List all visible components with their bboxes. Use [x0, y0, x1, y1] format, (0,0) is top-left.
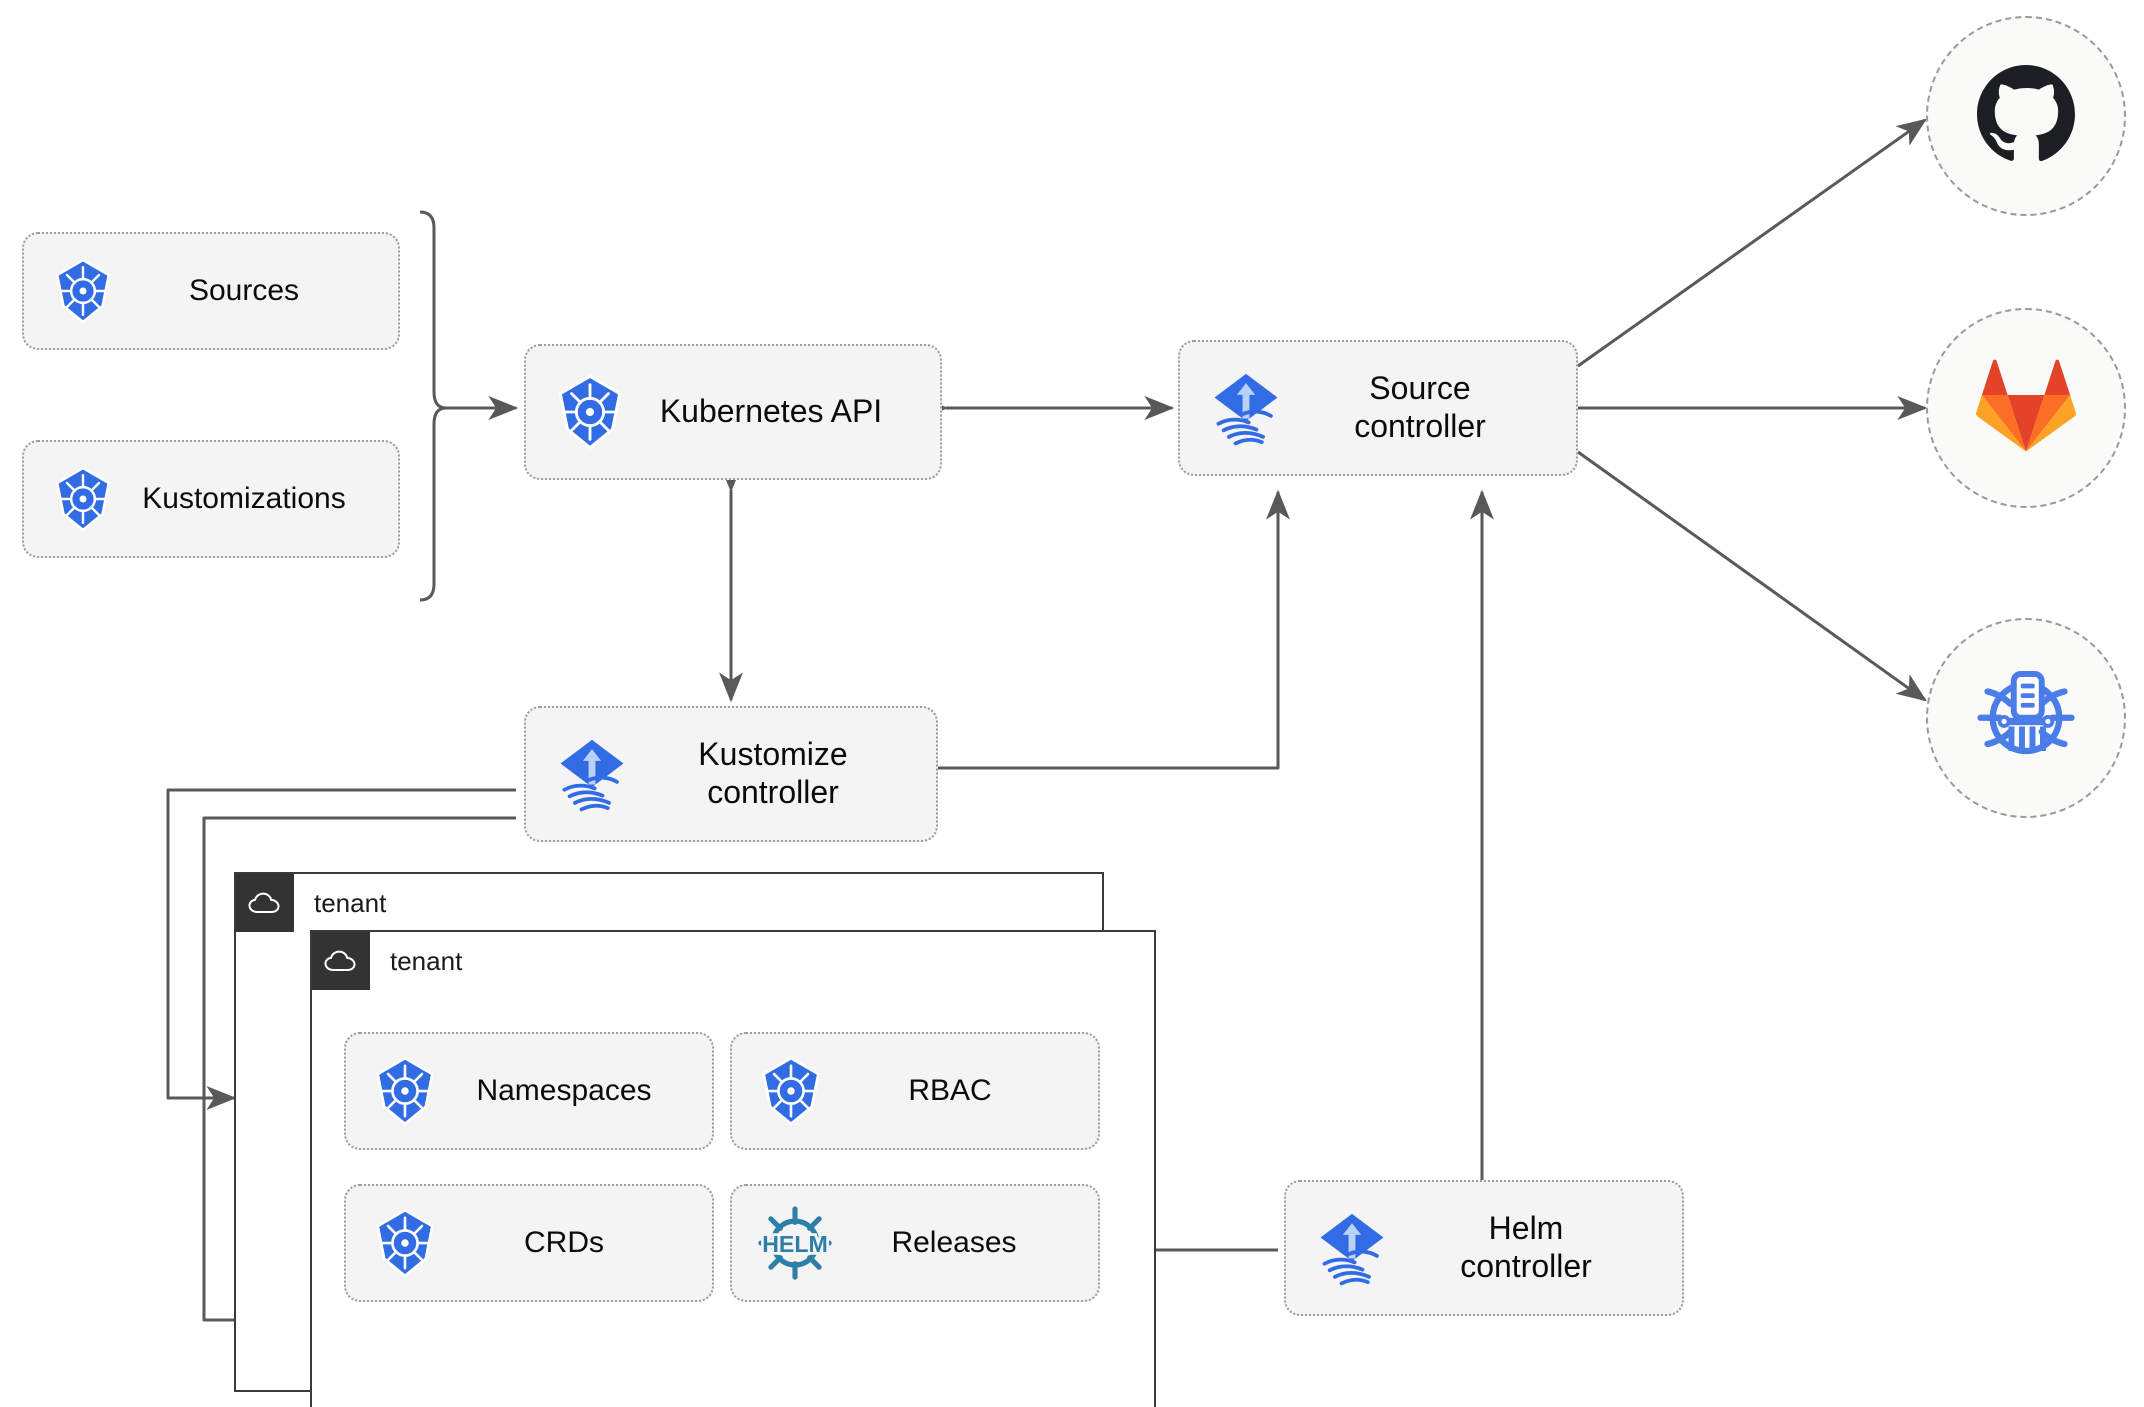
svg-text:HELM: HELM	[762, 1231, 828, 1257]
tenant-window-front[interactable]: tenant	[310, 930, 1156, 1407]
gitlab-icon	[1970, 350, 2082, 467]
node-kubernetes-api-label: Kubernetes API	[659, 393, 883, 430]
flux-icon	[550, 732, 634, 816]
provider-harbor[interactable]	[1926, 618, 2126, 818]
kubernetes-icon	[370, 1208, 440, 1278]
node-kustomizations-label: Kustomizations	[142, 482, 346, 516]
node-releases-label: Releases	[891, 1226, 1017, 1260]
node-kubernetes-api[interactable]: Kubernetes API	[524, 344, 942, 480]
node-helm-controller[interactable]: Helm controller	[1284, 1180, 1684, 1316]
node-crds-label: CRDs	[524, 1226, 604, 1260]
kubernetes-icon	[50, 466, 116, 532]
flux-icon	[1204, 366, 1288, 450]
node-sources-label: Sources	[188, 274, 300, 308]
edge-source-ctrl-harbor	[1577, 450, 1927, 702]
node-rbac[interactable]: RBAC	[730, 1032, 1100, 1150]
node-kustomizations[interactable]: Kustomizations	[22, 440, 400, 558]
node-kustomize-controller[interactable]: Kustomize controller	[524, 706, 938, 842]
node-namespaces-label: Namespaces	[476, 1074, 652, 1108]
cloud-icon	[236, 874, 294, 932]
tenant-front-header: tenant	[312, 932, 462, 990]
provider-gitlab[interactable]	[1926, 308, 2126, 508]
node-source-controller-label: Source controller	[1354, 370, 1486, 444]
edge-sources-brace	[419, 210, 448, 602]
node-rbac-label: RBAC	[908, 1074, 992, 1108]
kubernetes-icon	[370, 1056, 440, 1126]
kubernetes-icon	[50, 258, 116, 324]
node-kustomize-controller-label: Kustomize controller	[698, 736, 848, 810]
tenant-back-label: tenant	[314, 887, 387, 918]
helm-icon: HELM	[756, 1204, 834, 1282]
tenant-back-header: tenant	[236, 874, 386, 932]
node-helm-controller-label: Helm controller	[1460, 1210, 1592, 1284]
flux-icon	[1310, 1206, 1394, 1290]
provider-github[interactable]	[1926, 16, 2126, 216]
node-releases[interactable]: HELM Releases	[730, 1184, 1100, 1302]
kubernetes-icon	[756, 1056, 826, 1126]
node-crds[interactable]: CRDs	[344, 1184, 714, 1302]
node-source-controller[interactable]: Source controller	[1178, 340, 1578, 476]
node-namespaces[interactable]: Namespaces	[344, 1032, 714, 1150]
node-sources[interactable]: Sources	[22, 232, 400, 350]
harbor-icon	[1970, 660, 2082, 777]
tenant-front-label: tenant	[390, 945, 463, 976]
kubernetes-icon	[552, 374, 628, 450]
edge-source-ctrl-github	[1577, 118, 1927, 368]
edge-kustomize-ctrl-source-ctrl	[937, 489, 1290, 770]
cloud-icon	[312, 932, 370, 990]
github-icon	[1970, 58, 2082, 175]
